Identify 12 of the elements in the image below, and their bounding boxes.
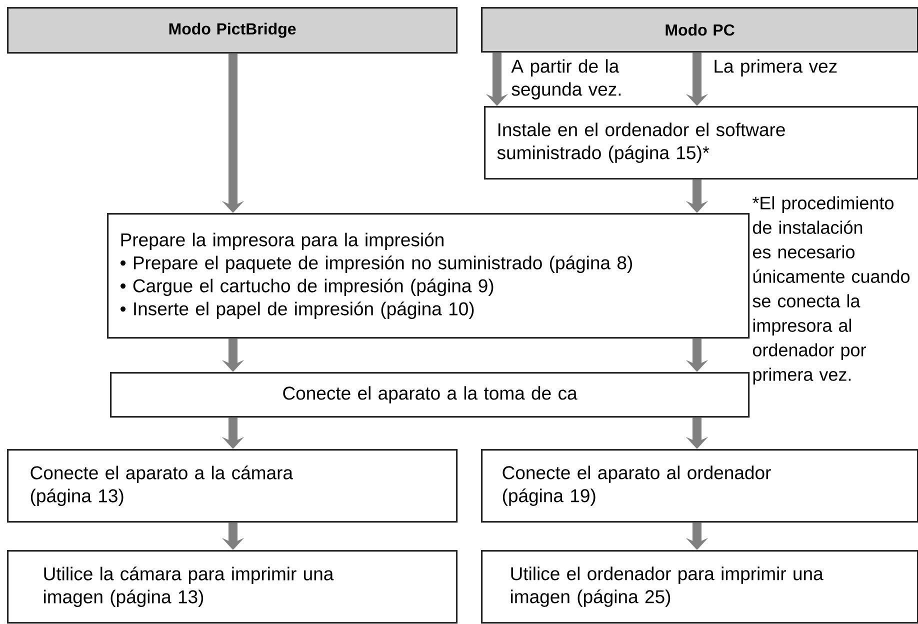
step-box: Instale en el ordenador el software suministrado (página 15)* <box>484 106 918 180</box>
footnote: *El procedimiento de instalación es necesario únicamente cuando se conecta la impresora al ordenador por primera vez. <box>752 196 910 384</box>
header-box: Modo PC <box>481 7 918 53</box>
step-box: Conecte el aparato a la cámara (página 13) <box>7 449 458 523</box>
step-box: Utilice el ordenador para imprimir una imagen (página 25) <box>481 550 918 624</box>
step-box: Utilice la cámara para imprimir una imagen (página 13) <box>7 550 458 624</box>
step-box: Prepare la impresora para la impresión • Prepare el paquete de impresión no suministrado (página 8) • Cargue el cartucho de impresión (página 9) • Inserte el papel de impresión (página 10) <box>107 213 750 339</box>
step-box: Conecte el aparato a la toma de ca <box>110 372 750 418</box>
header-box: Modo PictBridge <box>7 7 458 54</box>
edge-label: A partir de la segunda vez. <box>511 59 621 100</box>
step-box: Conecte el aparato al ordenador (página 19) <box>481 449 918 523</box>
edge-label: La primera vez <box>714 59 837 76</box>
